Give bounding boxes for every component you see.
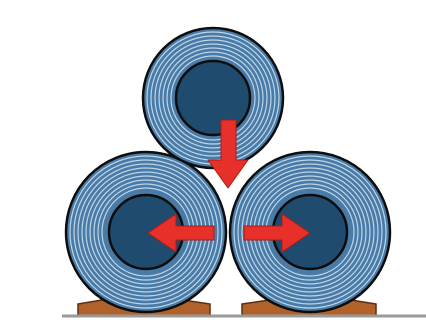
rolls-group — [64, 26, 392, 314]
arrow-down-icon — [207, 119, 249, 189]
force-arrows — [147, 119, 311, 253]
arrow-left-icon — [147, 213, 215, 253]
roll-left — [64, 150, 228, 314]
roll-top — [141, 26, 285, 170]
roll-top-core — [174, 59, 252, 137]
roll-right — [228, 150, 392, 314]
arrow-right-icon — [243, 213, 311, 253]
